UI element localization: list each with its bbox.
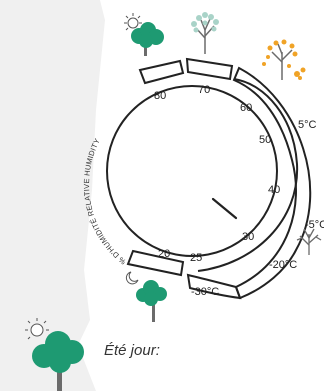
- tree-green-sun-large-icon: [25, 318, 84, 391]
- humidity-label-20: 20: [158, 248, 170, 260]
- humidity-label-70: 70: [198, 84, 210, 96]
- humidity-label-30: 30: [242, 231, 254, 243]
- legend-caption: Été jour:: [104, 342, 160, 359]
- humidity-label-50: 50: [259, 134, 271, 146]
- temperature-label-minus30: -30°C: [191, 286, 219, 298]
- humidity-label-80: 80: [154, 90, 166, 102]
- temperature-label-minus20: -20°C: [269, 259, 297, 271]
- humidity-label-40: 40: [268, 184, 280, 196]
- temperature-label-5: 5°C: [298, 119, 317, 131]
- temperature-label-minus5: -5°C: [305, 219, 324, 231]
- humidity-label-60: 60: [240, 102, 252, 114]
- humidity-label-25: 25: [190, 252, 202, 264]
